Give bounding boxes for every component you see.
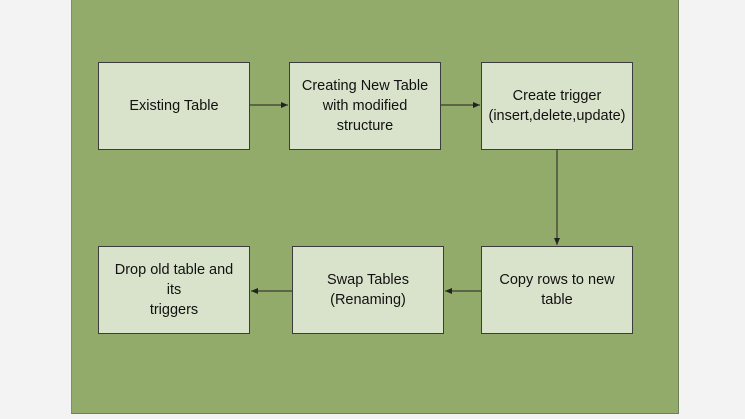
node-creating-new-table: Creating New Table with modified structu… xyxy=(289,62,441,150)
node-copy-rows: Copy rows to new table xyxy=(481,246,633,334)
node-swap-tables: Swap Tables (Renaming) xyxy=(292,246,444,334)
node-existing-table: Existing Table xyxy=(98,62,250,150)
node-create-trigger: Create trigger (insert,delete,update) xyxy=(481,62,633,150)
node-drop-old-table: Drop old table and its triggers xyxy=(98,246,250,334)
